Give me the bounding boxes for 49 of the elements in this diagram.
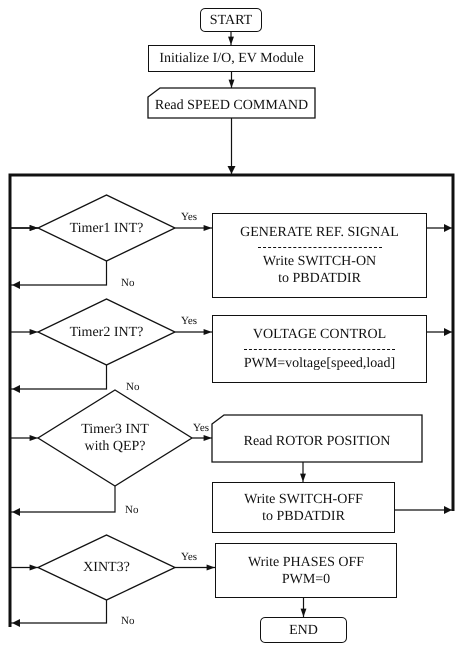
terminal-box: [260, 617, 347, 643]
arrow: [192, 435, 212, 441]
edge-label: No: [124, 504, 140, 516]
decision-diamond: [38, 299, 175, 365]
arrow: [300, 462, 306, 482]
node-text: GENERATE REF. SIGNAL: [240, 224, 399, 241]
edge-label: Yes: [192, 422, 210, 434]
node-text: Initialize I/O, EV Module: [159, 50, 304, 67]
arrow: [9, 174, 454, 511]
arrow: [228, 32, 234, 45]
arrow: [9, 365, 108, 441]
process-box: [212, 315, 427, 383]
arrow: [9, 225, 108, 624]
node-text: VOLTAGE CONTROL: [252, 326, 386, 343]
decision-diamond: [38, 195, 175, 261]
process-box: [148, 45, 315, 72]
edge-label: No: [120, 615, 136, 627]
terminal-box: [200, 8, 262, 32]
node-text: XINT3?: [83, 559, 130, 576]
arrow: [9, 261, 108, 335]
edge-label: Yes: [180, 315, 198, 327]
edge-label: Yes: [180, 551, 198, 563]
edge-label: No: [125, 381, 140, 393]
arrow: [228, 72, 234, 88]
edge-label: Yes: [180, 211, 198, 223]
process-box: [212, 482, 395, 533]
arrow: [9, 486, 116, 570]
node-text: START: [210, 12, 252, 28]
arrow: [175, 329, 212, 335]
node-text: Read ROTOR POSITION: [244, 432, 390, 450]
node-text: Write PHASES OFF PWM=0: [246, 554, 366, 588]
node-text: Timer2 INT?: [70, 324, 144, 340]
input-box: [212, 415, 422, 462]
node-text: Write SWITCH-OFF to PBDATDIR: [243, 490, 364, 524]
node-detail-text: PWM=voltage[speed,load]: [244, 349, 396, 372]
arrow: [175, 225, 212, 231]
process-box: [215, 543, 397, 598]
arrow: [175, 564, 215, 570]
node-text: END: [289, 622, 318, 638]
node-detail-text: Write SWITCH-ON to PBDATDIR: [258, 247, 382, 287]
process-box: [212, 213, 427, 298]
edge-label: No: [120, 277, 136, 289]
node-text: Timer1 INT?: [70, 220, 144, 236]
input-box: [148, 88, 315, 118]
decision-diamond: [38, 535, 175, 600]
decision-diamond: [38, 390, 192, 486]
node-text: Timer3 INT with QEP?: [80, 421, 150, 455]
node-text: Read SPEED COMMAND: [154, 97, 308, 114]
arrow: [300, 598, 306, 617]
